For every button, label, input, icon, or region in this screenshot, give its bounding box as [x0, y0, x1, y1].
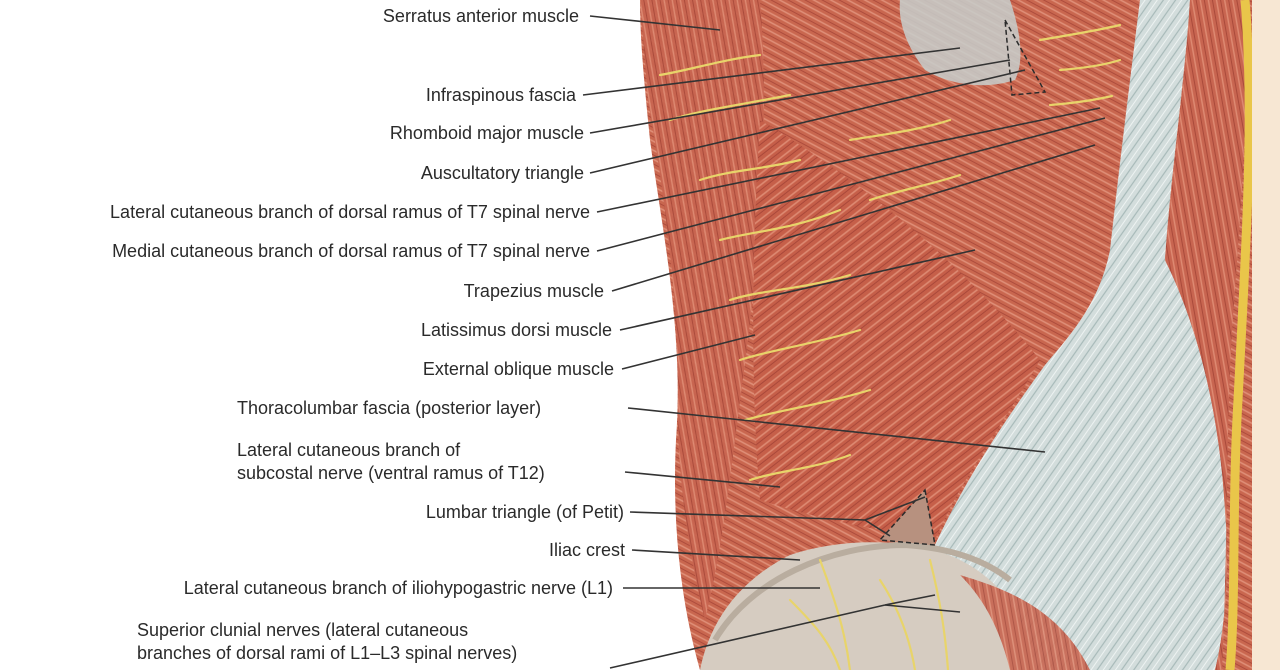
leader-lateral-cutaneous-t7	[596, 107, 1101, 213]
label-external-oblique: External oblique muscle	[422, 359, 614, 379]
iliac-crest-line	[712, 541, 1012, 642]
label-trapezius: Trapezius muscle	[463, 281, 604, 301]
latissimus-dorsi-region	[753, 120, 1040, 540]
leader-medial-cutaneous-t7	[596, 117, 1106, 252]
label-superior-clunial-line1: Superior clunial nerves (lateral cutaneo…	[137, 620, 469, 640]
leader-superior-clunial-c	[884, 604, 961, 613]
label-serratus-anterior: Serratus anterior muscle	[382, 6, 579, 26]
label-thoracolumbar-fascia: Thoracolumbar fascia (posterior layer)	[237, 398, 542, 418]
label-iliac-crest: Iliac crest	[548, 540, 625, 560]
leader-superior-clunial-b	[884, 594, 936, 606]
label-latissimus-dorsi: Latissimus dorsi muscle	[420, 320, 612, 340]
leader-lines	[582, 15, 1106, 669]
label-lateral-cutaneous-t7: Lateral cutaneous branch of dorsal ramus…	[110, 202, 590, 222]
label-subcostal-nerve: Lateral cutaneous branch of subcostal ne…	[237, 440, 545, 484]
thoracolumbar-fascia-region	[935, 0, 1227, 670]
label-subcostal-nerve-line2: subcostal nerve (ventral ramus of T12)	[237, 463, 545, 483]
leader-auscultatory-triangle	[589, 69, 1026, 174]
leader-iliac-crest	[631, 549, 801, 561]
cutaneous-nerves	[658, 23, 1122, 670]
leader-lumbar-triangle-b	[864, 519, 891, 537]
label-lumbar-triangle: Lumbar triangle (of Petit)	[425, 502, 624, 522]
external-oblique-region	[640, 0, 764, 620]
midline-edge	[1225, 0, 1254, 670]
leader-external-oblique	[621, 334, 756, 370]
label-subcostal-nerve-line1: Lateral cutaneous branch of	[237, 440, 461, 460]
lumbar-triangle-outline	[878, 488, 936, 546]
leader-serratus-anterior	[589, 15, 721, 31]
leader-thoracolumbar-fascia	[627, 407, 1046, 453]
label-superior-clunial: Superior clunial nerves (lateral cutaneo…	[137, 620, 517, 664]
leader-lumbar-triangle-a	[629, 511, 866, 521]
label-rhomboid-major: Rhomboid major muscle	[389, 123, 584, 143]
leader-trapezius	[611, 144, 1096, 292]
leader-lumbar-triangle-c	[864, 496, 926, 521]
label-iliohypogastric-nerve: Lateral cutaneous branch of iliohypogast…	[183, 578, 613, 598]
leader-infraspinous-fascia	[582, 47, 961, 96]
label-medial-cutaneous-t7: Medial cutaneous branch of dorsal ramus …	[112, 241, 590, 261]
auscultatory-triangle-outline	[1004, 19, 1047, 96]
leader-latissimus-dorsi	[619, 249, 976, 331]
label-auscultatory-triangle: Auscultatory triangle	[420, 163, 584, 183]
leader-rhomboid-major	[589, 59, 1011, 134]
skin-margin	[1252, 0, 1280, 670]
gluteus-medius-region	[960, 575, 1090, 670]
leader-subcostal-nerve	[624, 471, 781, 488]
erector-spinae-region	[1165, 0, 1247, 670]
label-superior-clunial-line2: branches of dorsal rami of L1–L3 spinal …	[137, 643, 518, 663]
label-infraspinous-fascia: Infraspinous fascia	[425, 85, 576, 105]
trapezius-region	[780, 0, 1140, 360]
leader-superior-clunial-a	[609, 604, 886, 669]
